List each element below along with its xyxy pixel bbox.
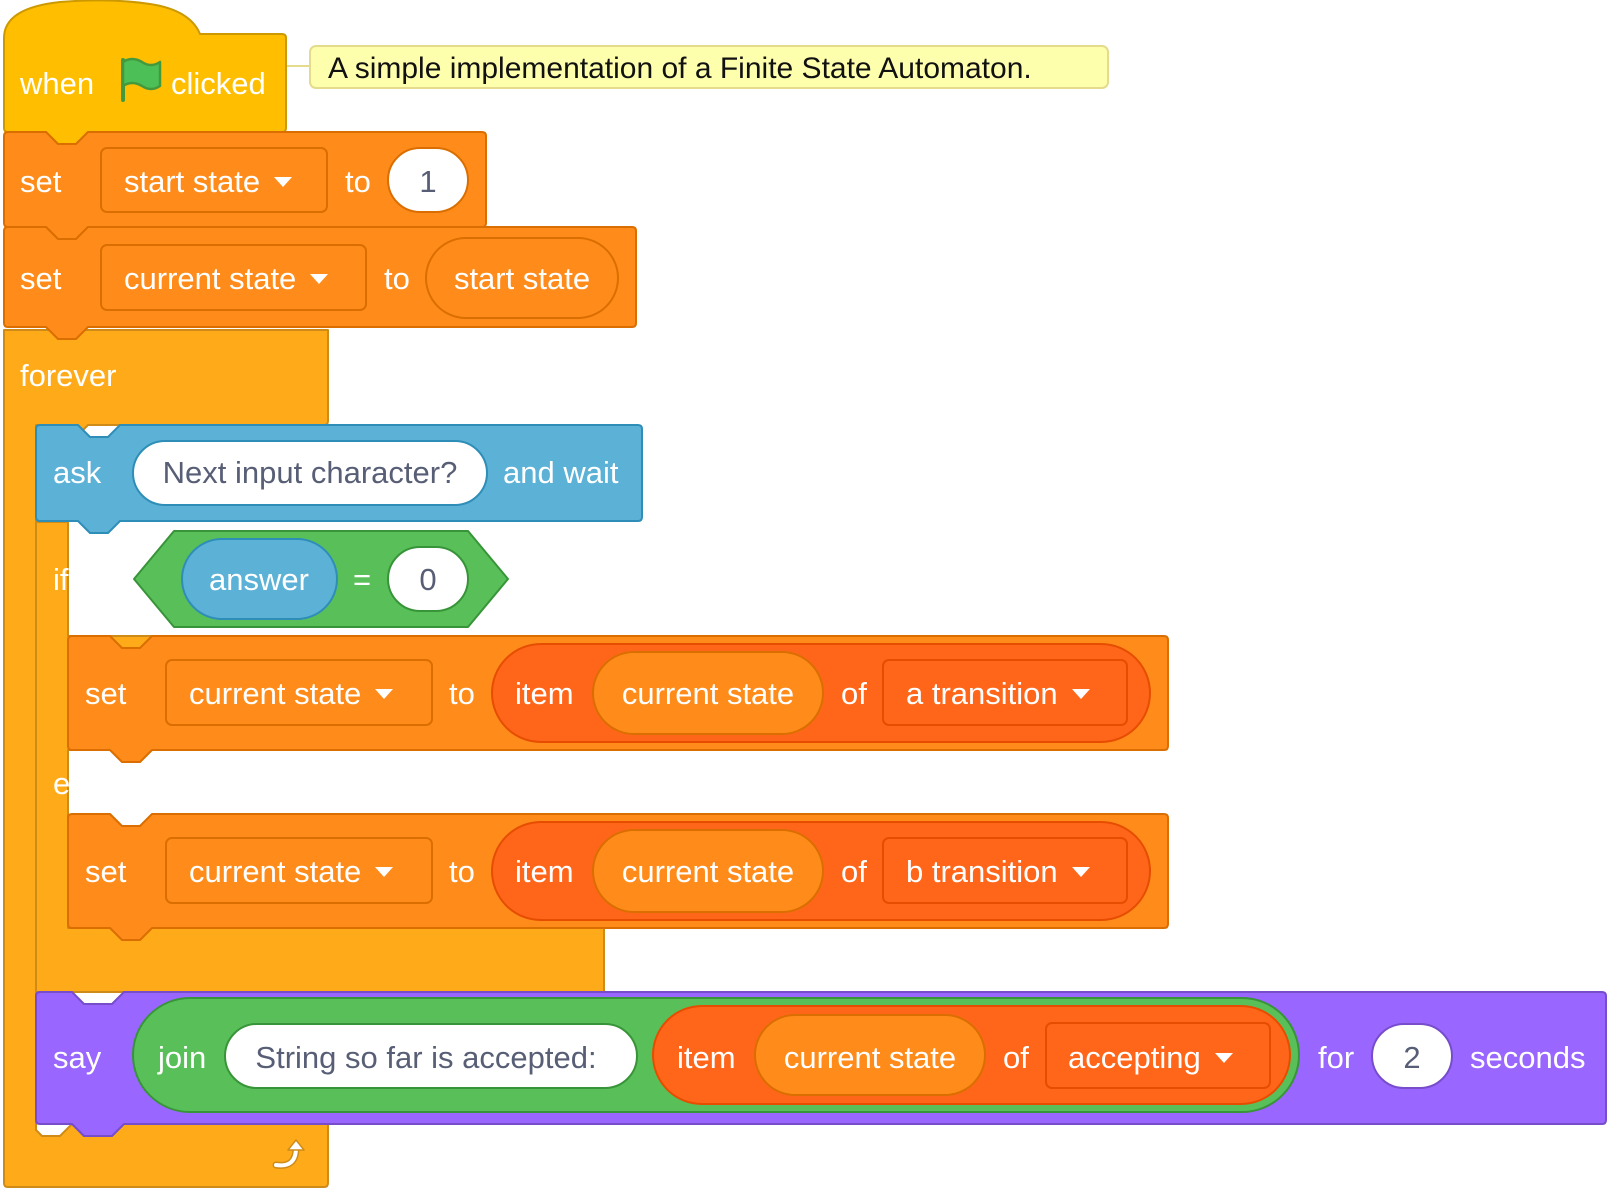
join-text-input[interactable]: String so far is accepted: (255, 1040, 597, 1075)
variable-dropdown[interactable]: current state (189, 852, 394, 892)
chevron-down-icon (1071, 688, 1090, 699)
join-label: join (158, 1040, 207, 1075)
index-reporter[interactable]: current state (783, 1040, 957, 1075)
say-label: say (53, 1040, 102, 1075)
set-label: set (85, 676, 127, 711)
if-label: if (53, 562, 69, 597)
chevron-down-icon (310, 273, 329, 284)
and-wait-label: and wait (503, 455, 619, 490)
variable-dropdown[interactable]: current state (124, 259, 329, 299)
compare-value-input[interactable]: 0 (419, 562, 437, 597)
variable-dropdown[interactable]: start state (124, 162, 293, 202)
question-input[interactable]: Next input character? (162, 455, 458, 490)
dropdown-label: accepting (1068, 1040, 1201, 1075)
answer-reporter[interactable]: answer (209, 562, 309, 597)
comment-box (309, 45, 1109, 89)
of-label: of (1003, 1040, 1029, 1075)
list-dropdown[interactable]: a transition (906, 674, 1090, 714)
index-reporter[interactable]: current state (621, 854, 795, 889)
equals-sign: = (352, 562, 372, 597)
dropdown-label: a transition (906, 676, 1058, 711)
start-state-reporter[interactable]: start state (453, 261, 591, 296)
clicked-label: clicked (171, 66, 266, 101)
chevron-down-icon (375, 688, 394, 699)
item-label: item (677, 1040, 736, 1075)
dropdown-label: current state (189, 854, 362, 889)
forever-label: forever (20, 358, 117, 393)
set-label: set (85, 854, 127, 889)
dropdown-label: start state (124, 164, 261, 199)
chevron-down-icon (274, 176, 293, 187)
of-label: of (841, 676, 867, 711)
seconds-label: seconds (1470, 1040, 1586, 1075)
variable-dropdown[interactable]: current state (189, 674, 394, 714)
to-label: to (449, 676, 475, 711)
dropdown-label: b transition (906, 854, 1058, 889)
green-flag-icon (121, 57, 162, 102)
set-label: set (20, 261, 62, 296)
dropdown-label: current state (124, 261, 297, 296)
to-label: to (345, 164, 371, 199)
of-label: of (841, 854, 867, 889)
chevron-down-icon (1071, 866, 1090, 877)
to-label: to (384, 261, 410, 296)
set-label: set (20, 164, 62, 199)
list-dropdown[interactable]: b transition (906, 852, 1090, 892)
ask-label: ask (53, 455, 102, 490)
for-label: for (1318, 1040, 1355, 1075)
then-label: then (526, 562, 587, 597)
item-label: item (515, 854, 574, 889)
item-label: item (515, 676, 574, 711)
dropdown-label: current state (189, 676, 362, 711)
seconds-input[interactable]: 2 (1403, 1040, 1421, 1075)
to-label: to (449, 854, 475, 889)
value-input[interactable]: 1 (419, 164, 437, 199)
index-reporter[interactable]: current state (621, 676, 795, 711)
chevron-down-icon (1214, 1052, 1233, 1063)
list-dropdown[interactable]: accepting (1068, 1038, 1233, 1078)
comment-text[interactable]: A simple implementation of a Finite Stat… (328, 52, 1032, 85)
else-label: else (53, 766, 110, 801)
chevron-down-icon (375, 866, 394, 877)
when-label: when (20, 66, 95, 101)
loop-arrow-icon (272, 1139, 305, 1169)
